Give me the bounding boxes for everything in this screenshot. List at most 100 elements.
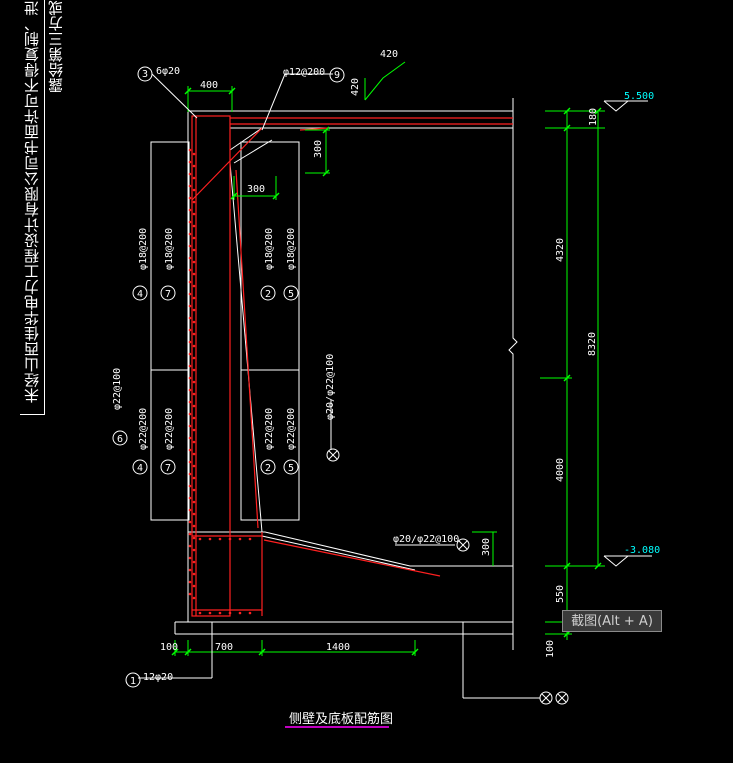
screenshot-tooltip-text: 截图(Alt + A) bbox=[571, 614, 653, 629]
rebar-dot bbox=[192, 416, 196, 420]
rebar-dot bbox=[188, 220, 192, 224]
rebar-dot bbox=[188, 328, 192, 332]
rebar-dot bbox=[188, 292, 192, 296]
callout-circle bbox=[137, 66, 153, 82]
rebar-dot bbox=[188, 280, 192, 284]
rebar-dot bbox=[188, 388, 192, 392]
rebar-dots bbox=[188, 148, 252, 615]
rebar-dot bbox=[192, 560, 196, 564]
elevation-markers bbox=[603, 100, 652, 567]
rebar-label-9: φ12@200 bbox=[283, 67, 325, 78]
callout-circle bbox=[160, 459, 176, 475]
rebar-dot bbox=[192, 524, 196, 528]
rebar-dot bbox=[192, 224, 196, 228]
section-mark-icon bbox=[539, 691, 553, 705]
dim-right-8320: 8320 bbox=[587, 332, 598, 356]
callout-circle bbox=[260, 459, 276, 475]
rebar-dot bbox=[192, 356, 196, 360]
rebar-dot bbox=[192, 200, 196, 204]
rebar-dot bbox=[198, 537, 202, 541]
callout-5b: 5 bbox=[288, 463, 294, 474]
rebar-dot bbox=[192, 596, 196, 600]
rebar-dot bbox=[188, 412, 192, 416]
rebar-dot bbox=[192, 236, 196, 240]
callout-circle bbox=[132, 285, 148, 301]
rebar-dot bbox=[192, 512, 196, 516]
callout-7a: 7 bbox=[165, 289, 171, 300]
rebar-dot bbox=[188, 232, 192, 236]
rebar-dot bbox=[192, 404, 196, 408]
callout-circles bbox=[112, 66, 569, 705]
rebar-dot bbox=[188, 256, 192, 260]
rebar-dot bbox=[188, 148, 192, 152]
rebar-dot bbox=[218, 537, 222, 541]
rebar-label-3: 6φ20 bbox=[156, 66, 180, 77]
callout-4a: 4 bbox=[137, 289, 143, 300]
callout-circle bbox=[283, 459, 299, 475]
rebar-label-7-lower: φ22@200 bbox=[164, 408, 175, 450]
rebar-label-5-upper: φ18@200 bbox=[286, 228, 297, 270]
rebar-dot bbox=[188, 184, 192, 188]
drawing-title-underline bbox=[285, 726, 389, 728]
rebar-dot bbox=[192, 536, 196, 540]
rebar-label-texts: 6φ20 φ12@200 φ18@200 φ18@200 φ18@200 φ18… bbox=[112, 66, 459, 683]
rebar-dot bbox=[192, 392, 196, 396]
rebar-dot bbox=[192, 440, 196, 444]
callout-circle bbox=[112, 430, 128, 446]
dimension-ticks bbox=[171, 87, 602, 656]
rebar-dot bbox=[192, 488, 196, 492]
rebar-dot bbox=[188, 196, 192, 200]
rebar-dot bbox=[188, 568, 192, 572]
rebar-dot bbox=[192, 212, 196, 216]
screenshot-tooltip[interactable]: 截图(Alt + A) bbox=[562, 610, 662, 632]
rebar-dot bbox=[188, 172, 192, 176]
section-mark-icon bbox=[555, 691, 569, 705]
rebar-label-1: 12φ20 bbox=[143, 672, 173, 683]
rebar-dot bbox=[188, 460, 192, 464]
rebar-dot bbox=[188, 316, 192, 320]
dim-top-width: 400 bbox=[200, 80, 218, 91]
elevation-bottom: -3.080 bbox=[624, 545, 660, 556]
rebar-dot bbox=[208, 537, 212, 541]
drawing-title: 侧壁及底板配筋图 bbox=[285, 706, 395, 728]
rebar-dot bbox=[188, 268, 192, 272]
rebar-lines bbox=[191, 115, 513, 617]
callout-circle bbox=[283, 285, 299, 301]
dim-haunch-h-bottom: 300 bbox=[481, 538, 492, 556]
rebar-dot bbox=[188, 520, 192, 524]
rebar-dot bbox=[188, 304, 192, 308]
rebar-dot bbox=[218, 611, 222, 615]
callout-4b: 4 bbox=[137, 463, 143, 474]
rebar-dot bbox=[188, 508, 192, 512]
rebar-label-7-upper: φ18@200 bbox=[164, 228, 175, 270]
callout-9: 9 bbox=[334, 70, 340, 81]
rebar-dot bbox=[192, 476, 196, 480]
rebar-dot bbox=[188, 436, 192, 440]
callout-2b: 2 bbox=[265, 463, 271, 474]
rebar-dot bbox=[188, 472, 192, 476]
rebar-dot bbox=[192, 176, 196, 180]
dim-right-4320: 4320 bbox=[555, 238, 566, 262]
rebar-dot bbox=[192, 548, 196, 552]
dim-bottom-700: 700 bbox=[215, 642, 233, 653]
callout-circle bbox=[125, 672, 141, 688]
rebar-label-bottom: φ20/φ22@100 bbox=[393, 534, 459, 545]
rebar-dot bbox=[192, 464, 196, 468]
rebar-dot bbox=[188, 556, 192, 560]
copyright-side-note: 未经山西佳华电力工程设计有限公司书面许可不得复制、泄露给第三方或 bbox=[20, 0, 65, 415]
rebar-dot bbox=[238, 537, 242, 541]
rebar-dot bbox=[198, 611, 202, 615]
callout-1: 1 bbox=[130, 676, 136, 687]
rebar-dot bbox=[188, 448, 192, 452]
rebar-label-2-lower: φ22@200 bbox=[264, 408, 275, 450]
rebar-dot bbox=[192, 284, 196, 288]
dimension-lines bbox=[174, 61, 605, 656]
rebar-dot bbox=[192, 380, 196, 384]
elevation-top: 5.500 bbox=[624, 91, 654, 102]
leader-lines bbox=[138, 73, 540, 699]
rebar-dot bbox=[188, 160, 192, 164]
rebar-dot bbox=[192, 320, 196, 324]
rebar-label-5-lower: φ22@200 bbox=[286, 408, 297, 450]
dim-right-180: 180 bbox=[588, 108, 599, 126]
